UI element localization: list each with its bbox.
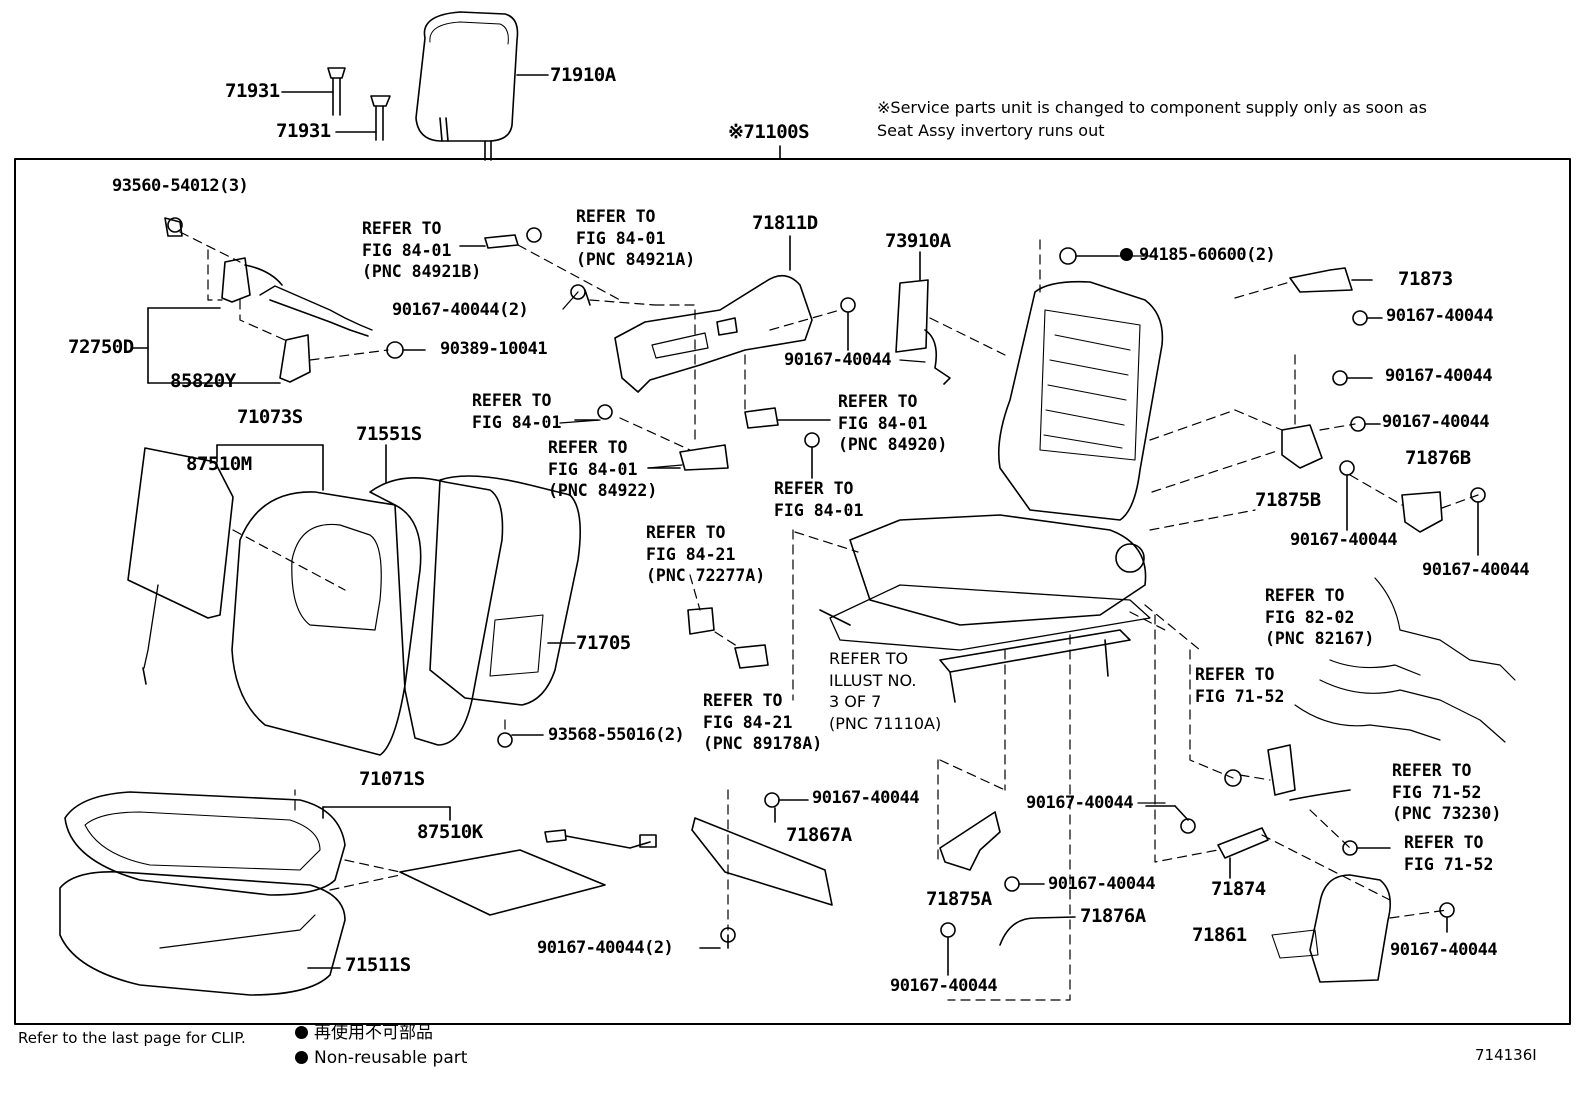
heater-drawing [399,829,657,916]
ref-72277a: REFER TO FIG 84-21 (PNC 72277A) [646,523,766,585]
part-label-72750d: 72750D [68,336,134,358]
ref-84922: REFER TO FIG 84-01 (PNC 84922) [548,438,658,500]
buckle-drawing [1224,744,1351,801]
part-label-71861: 71861 [1192,924,1247,946]
part-label-85820y: 85820Y [170,370,236,392]
headrest-guide-drawing [281,67,391,141]
ref-84921a: REFER TO FIG 84-01 (PNC 84921A) [576,207,696,269]
right-brackets-drawing [1281,267,1486,933]
legend-jp-text: 再使用不可部品 [314,1023,433,1043]
ref-84921b: REFER TO FIG 84-01 (PNC 84921B) [362,219,482,281]
part-label-71705: 71705 [576,632,631,654]
cushion-cover-drawing [64,791,451,896]
lower-brackets-drawing [939,811,1269,976]
switch-drawing [895,251,951,385]
legend-en-text: Non-reusable part [314,1048,468,1068]
part-label-90167: 90167-40044 [890,976,998,996]
ref-84-01: REFER TO FIG 84-01 [774,479,864,520]
part-label-90167: 90167-40044 [1386,306,1494,326]
non-reusable-icon [1120,248,1133,261]
ref-71110a: REFER TO ILLUST NO. 3 OF 7 (PNC 71110A) [829,649,942,733]
ref-84-01: REFER TO FIG 84-01 [472,391,562,432]
service-notice: ※Service parts unit is changed to compon… [877,98,1427,140]
assembly-frame [14,158,1571,1025]
ref-89178a: REFER TO FIG 84-21 (PNC 89178A) [703,691,823,753]
cushion-pad-drawing [59,871,346,996]
headrest-drawing [415,11,549,161]
legend-en: Non-reusable part [295,1050,467,1067]
harness-drawing [1294,577,1516,743]
part-label-90167-2: 90167-40044(2) [392,300,529,320]
guard-71861-drawing [1271,874,1391,983]
part-label-94185-text: 94185-60600(2) [1139,245,1276,265]
filled-circle-icon [295,1051,308,1064]
part-label-90167: 90167-40044 [784,350,892,370]
part-label-71876b: 71876B [1405,447,1471,469]
legend-jp: 再使用不可部品 [295,1025,433,1042]
seat-frame-drawing [819,280,1164,703]
part-label-71875a: 71875A [926,888,992,910]
seatback-cover-drawing [231,491,422,756]
part-label-87510k: 87510K [417,821,483,843]
clip-note: Refer to the last page for CLIP. [18,1029,246,1047]
ref-71-52: REFER TO FIG 71-52 [1404,833,1494,874]
part-label-90167: 90167-40044 [1290,530,1398,550]
recliner-cable-drawing [132,217,426,384]
part-label-71811d: 71811D [752,212,818,234]
part-label-73910a: 73910A [885,230,951,252]
part-label-90167: 90167-40044 [1390,940,1498,960]
filled-circle-icon [295,1026,308,1039]
back-pad-drawing [127,444,324,685]
part-label-90167: 90167-40044 [812,788,920,808]
part-label-93568: 93568-55016(2) [548,725,685,745]
bolt-93568-drawing [497,732,513,748]
part-label-90167: 90167-40044 [1385,366,1493,386]
seatback-pad-drawing [369,444,504,746]
ref-82167: REFER TO FIG 82-02 (PNC 82167) [1265,586,1375,648]
part-label-71867a: 71867A [786,824,852,846]
ref-84920: REFER TO FIG 84-01 (PNC 84920) [838,392,948,454]
part-label-87510m: 87510M [186,453,252,475]
part-label-90167: 90167-40044 [1422,560,1530,580]
part-label-90389: 90389-10041 [440,339,548,359]
part-label-71511s: 71511S [345,954,411,976]
part-label-71910a: 71910A [550,64,616,86]
ref-71-52: REFER TO FIG 71-52 [1195,665,1285,706]
part-label-71874: 71874 [1211,878,1266,900]
assembly-leader-lines [179,231,1479,1001]
part-label-90167: 90167-40044 [1382,412,1490,432]
part-label-71875b: 71875B [1255,489,1321,511]
part-label-71931: 71931 [276,120,331,142]
part-label-90167: 90167-40044 [1048,874,1156,894]
part-label-90167: 90167-40044 [1026,793,1134,813]
assembly-label: ※71100S [728,121,810,143]
part-label-71876a: 71876A [1080,905,1146,927]
part-label-90167-2: 90167-40044(2) [537,938,674,958]
part-label-71551s: 71551S [356,423,422,445]
part-label-71071s: 71071S [359,768,425,790]
part-label-94185: 94185-60600(2) [1120,245,1276,265]
side-shield-drawing [614,235,813,393]
part-label-71073s: 71073S [237,406,303,428]
ref-73230: REFER TO FIG 71-52 (PNC 73230) [1392,761,1502,823]
seatback-board-drawing [429,475,582,706]
figure-code: 714136I [1475,1046,1537,1064]
part-label-93560: 93560-54012(3) [112,176,249,196]
part-label-71931: 71931 [225,80,280,102]
part-label-71873: 71873 [1398,268,1453,290]
